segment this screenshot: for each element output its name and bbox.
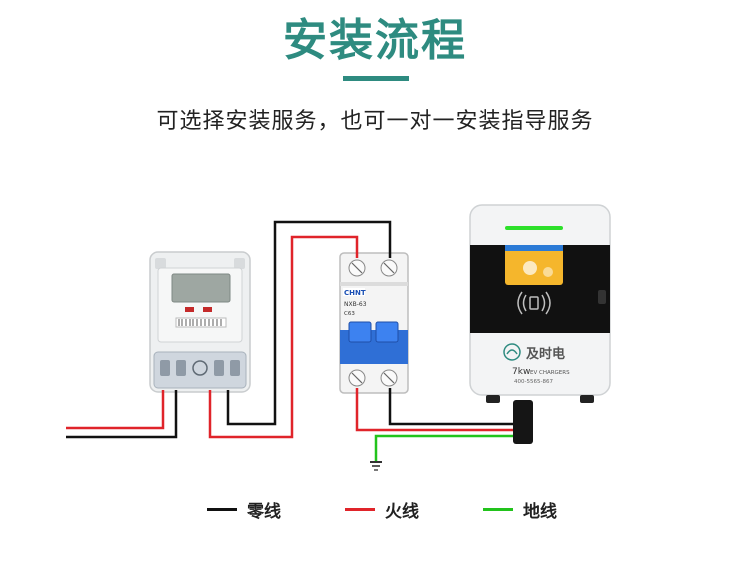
meter-breaker-live-wire: [208, 235, 359, 439]
incoming-live-wire: [66, 390, 165, 430]
title-underline: [343, 76, 409, 81]
legend-ground-label: 地线: [523, 501, 557, 522]
legend-live: 火线: [345, 498, 419, 522]
electric-meter: [149, 251, 251, 393]
nfc-icon: [517, 291, 551, 315]
legend-ground-swatch: [483, 507, 513, 511]
wires: [66, 220, 530, 471]
meter-breaker-neutral-wire: [226, 220, 392, 426]
meter-display: [171, 273, 231, 303]
breaker-charger-neutral-wire: [388, 388, 524, 426]
ev-charger: 及时电 7kw EV CHARGERS 400-5565-867: [469, 204, 611, 444]
legend-live-label: 火线: [385, 501, 419, 522]
incoming-neutral-wire: [66, 390, 178, 439]
charger-power: 7kw: [512, 367, 530, 377]
page-subtitle: 可选择安装服务，也可一对一安装指导服务: [156, 109, 594, 134]
breaker-charger-live-wire: [355, 388, 530, 432]
legend-neutral-swatch: [207, 507, 237, 511]
legend-neutral: 零线: [207, 498, 281, 522]
page-title: 安装流程: [283, 15, 467, 66]
legend-ground: 地线: [483, 498, 557, 522]
charger-brand: 及时电: [526, 346, 565, 362]
legend-neutral-label: 零线: [247, 501, 281, 522]
breaker-model: NXB-63: [344, 301, 367, 308]
breaker-rating: C63: [344, 311, 355, 317]
breaker-brand: CHNT: [344, 289, 366, 297]
charger-product-line: EV CHARGERS: [530, 370, 570, 376]
charger-phone: 400-5565-867: [514, 379, 553, 385]
breaker-toggle: [348, 321, 372, 343]
charger-logo: [503, 343, 521, 361]
legend-live-swatch: [345, 507, 375, 511]
circuit-breaker: CHNT NXB-63 C63: [339, 252, 409, 394]
charger-cable: [513, 400, 533, 444]
breaker-toggle: [375, 321, 399, 343]
charger-status-light: [505, 226, 563, 230]
ground-wire: [374, 434, 524, 462]
